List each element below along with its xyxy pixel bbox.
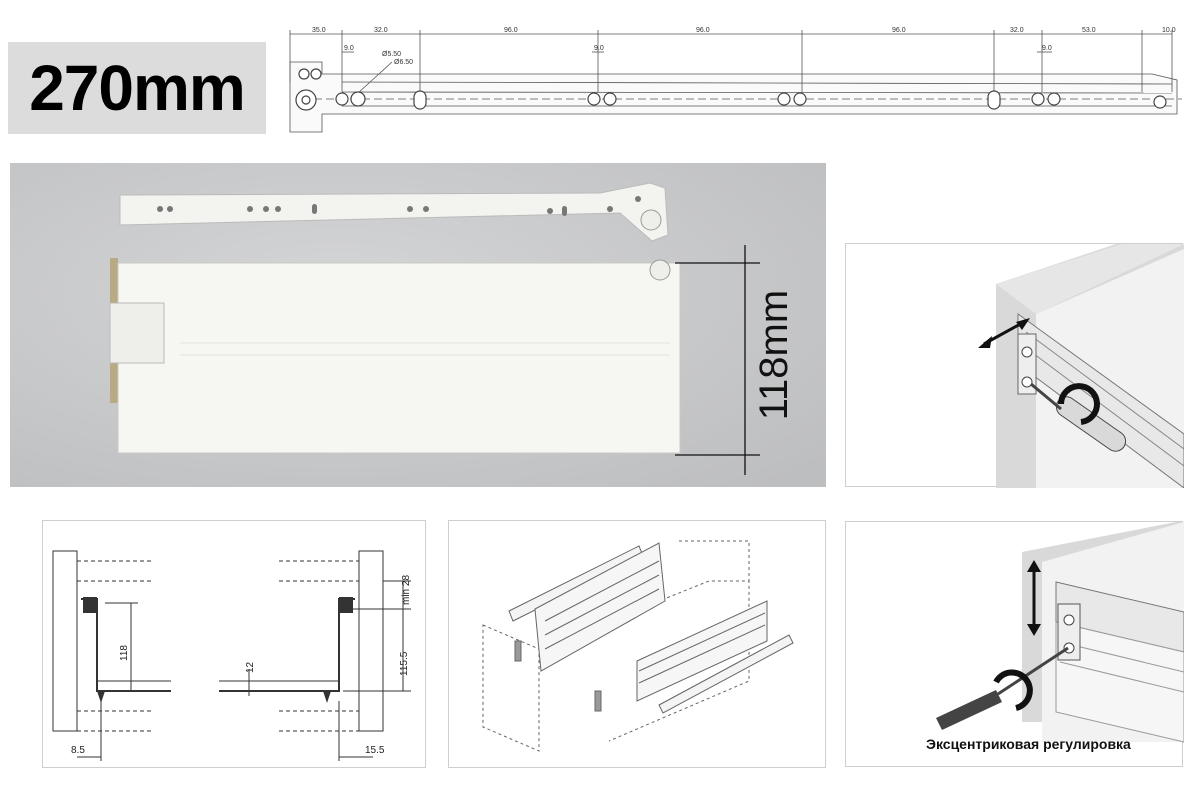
dim-label: 35.0	[312, 27, 326, 34]
cross-section-panel: 118 8.5 115.5 min 28 12 15.5	[42, 520, 426, 768]
hole-dim-label: Ø6.50	[394, 59, 413, 66]
right-min-label: min 28	[401, 575, 412, 605]
rail-technical-drawing: 35.0 32.0 96.0 96.0 96.0 32.0 53.0 10.0 …	[282, 27, 1182, 133]
right-height-label: 115.5	[399, 651, 410, 676]
small-dim-label: 9.0	[1042, 45, 1052, 52]
eccentric-adjustment-panel: Эксцентриковая регулировка	[845, 521, 1185, 767]
product-photo: 118mm	[10, 163, 826, 487]
dim-label: 32.0	[1010, 27, 1024, 34]
height-label: 118mm	[752, 289, 796, 421]
dim-label: 96.0	[696, 27, 710, 34]
left-offset-label: 8.5	[71, 745, 85, 756]
adjustment-caption: Эксцентриковая регулировка	[926, 736, 1131, 752]
rail-part	[119, 182, 669, 242]
dim-label: 10.0	[1162, 27, 1176, 34]
assembly-diagram-panel	[448, 520, 826, 768]
rotation-arrow-icon	[1058, 383, 1100, 425]
size-badge: 270mm	[8, 42, 266, 134]
small-dim-label: 9.0	[594, 45, 604, 52]
left-height-label: 118	[119, 645, 130, 661]
horizontal-adjustment-panel	[845, 224, 1185, 489]
dim-label: 32.0	[374, 27, 388, 34]
screwdriver-icon	[936, 646, 1069, 730]
screwdriver-icon	[1030, 382, 1127, 452]
drawer-side-part	[109, 258, 681, 454]
dim-label: 53.0	[1082, 27, 1096, 34]
hole-dim-label: Ø5.50	[382, 51, 401, 58]
double-arrow-vertical-icon	[1027, 560, 1041, 636]
vertical-dim-label: 20	[282, 98, 284, 106]
small-dim-label: 9.0	[344, 45, 354, 52]
rotation-arrow-icon	[993, 669, 1033, 711]
bottom-thickness-label: 12	[245, 661, 256, 673]
dim-label: 96.0	[504, 27, 518, 34]
right-offset-label: 15.5	[365, 745, 385, 756]
double-arrow-horizontal-icon	[978, 318, 1030, 348]
dim-label: 96.0	[892, 27, 906, 34]
